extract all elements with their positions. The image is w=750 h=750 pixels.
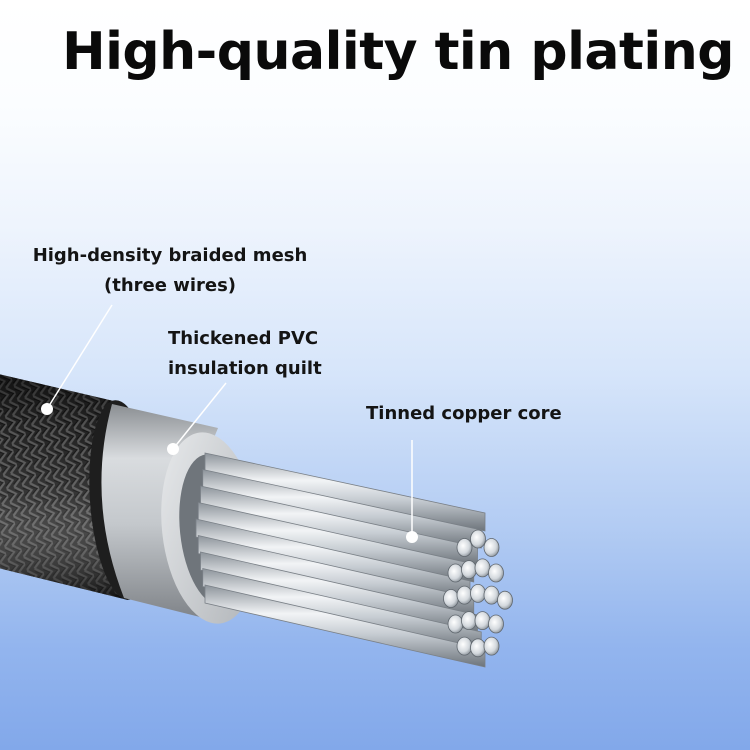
callout-copper-core: Tinned copper core: [366, 399, 562, 429]
leader-dot-pvc: [167, 443, 179, 455]
strand-end: [474, 558, 491, 578]
strand-end: [497, 590, 513, 610]
strand-end: [461, 611, 477, 630]
callout-pvc-line2: insulation quilt: [168, 358, 322, 379]
strand-end: [447, 563, 464, 583]
callout-core-line1: Tinned copper core: [366, 403, 562, 424]
strand-end: [470, 584, 486, 603]
strand-end: [474, 611, 491, 630]
leader-dot-core: [406, 531, 418, 543]
leader-line-pvc: [172, 382, 227, 450]
leader-lines: [46, 304, 413, 534]
callout-braided-mesh: High-density braided mesh (three wires): [24, 241, 316, 301]
strand-end: [488, 614, 504, 634]
strand-end: [443, 589, 459, 608]
copper-strand: [204, 584, 486, 668]
copper-strand: [197, 502, 475, 583]
strand-end: [456, 585, 473, 605]
strand-end: [461, 560, 477, 579]
strand-end: [470, 529, 486, 549]
leader-dots: [41, 403, 418, 543]
strand-end: [483, 636, 500, 656]
strand-end: [488, 563, 504, 583]
headline: High-quality tin plating: [62, 22, 734, 82]
leader-line-mesh: [46, 304, 113, 410]
copper-strand: [204, 452, 486, 532]
callout-pvc-line1: Thickened PVC: [168, 328, 319, 349]
callout-mesh-line2: (three wires): [103, 275, 237, 296]
callout-mesh-line1: High-density braided mesh: [32, 245, 308, 266]
braided-mesh-jacket: [0, 374, 155, 600]
strand-end: [456, 636, 473, 656]
strand-end: [483, 538, 500, 557]
copper-strands: [195, 452, 486, 668]
strand-end: [470, 638, 486, 658]
strand-end: [456, 538, 473, 557]
leader-dot-mesh: [41, 403, 53, 415]
callout-pvc-insulation: Thickened PVC insulation quilt: [168, 324, 322, 384]
strand-ends: [443, 529, 513, 658]
strand-end: [447, 614, 464, 634]
strand-end: [483, 585, 500, 605]
